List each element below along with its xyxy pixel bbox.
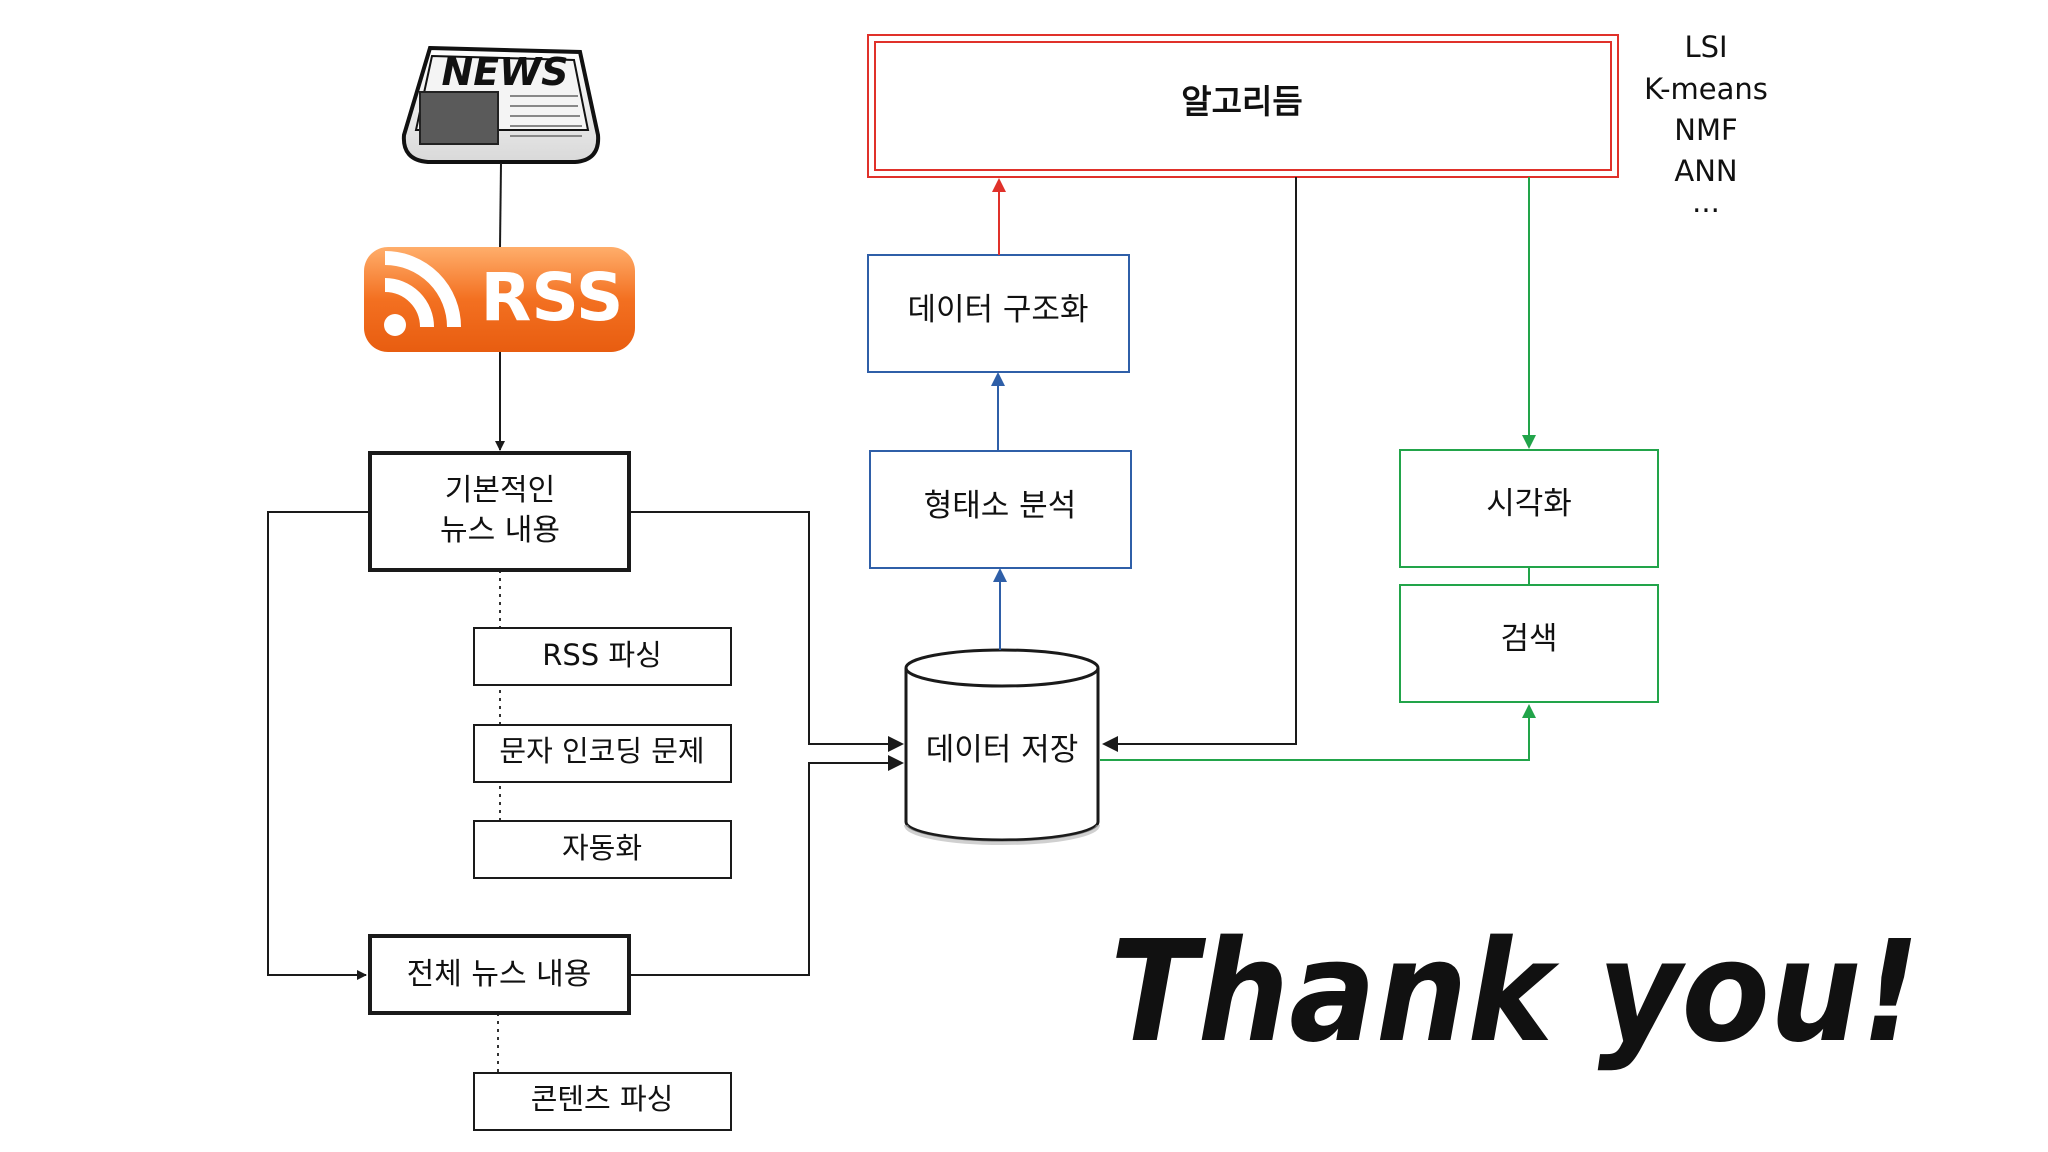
- node-char-encoding: 문자 인코딩 문제: [473, 724, 732, 783]
- node-search: 검색: [1399, 584, 1659, 703]
- arrow-full-to-storage: [629, 755, 904, 976]
- node-morph-analysis: 형태소 분석: [869, 450, 1132, 569]
- node-automation: 자동화: [473, 820, 732, 879]
- node-basic-news-line2: 뉴스 내용: [440, 513, 560, 548]
- node-full-news: 전체 뉴스 내용: [368, 934, 631, 1015]
- node-rss-parsing: RSS 파싱: [473, 627, 732, 686]
- node-visualization-label: 시각화: [1486, 486, 1572, 522]
- arrow-algorithm-to-storage: [1102, 177, 1297, 752]
- node-morph-analysis-label: 형태소 분석: [924, 488, 1076, 524]
- node-data-structuring-label: 데이터 구조화: [908, 292, 1089, 328]
- node-data-storage-label: 데이터 저장: [926, 732, 1078, 768]
- node-full-news-label: 전체 뉴스 내용: [407, 957, 592, 992]
- connector-news-rss: [499, 162, 502, 248]
- node-search-label: 검색: [1500, 621, 1557, 657]
- arrow-storage-to-search: [1100, 704, 1536, 761]
- node-content-parsing: 콘텐츠 파싱: [473, 1072, 732, 1131]
- node-char-encoding-label: 문자 인코딩 문제: [499, 734, 704, 768]
- arrow-basic-to-storage: [629, 511, 904, 752]
- algorithm-list-item: LSI: [1684, 30, 1727, 64]
- node-algorithm: 알고리듬: [867, 34, 1619, 178]
- algorithm-list: LSI K-means NMF ANN ...: [1644, 30, 1768, 219]
- node-basic-news-line1: 기본적인: [445, 473, 555, 508]
- algorithm-list-item: NMF: [1674, 113, 1737, 147]
- rss-icon-label: RSS: [481, 259, 624, 336]
- node-content-parsing-label: 콘텐츠 파싱: [531, 1082, 674, 1116]
- node-rss-parsing-label: RSS 파싱: [542, 638, 662, 672]
- algorithm-list-item: K-means: [1644, 72, 1768, 106]
- node-data-storage: 데이터 저장: [904, 648, 1100, 845]
- arrow-basic-to-full: [267, 511, 370, 980]
- node-visualization: 시각화: [1399, 449, 1659, 568]
- news-icon-label: NEWS: [441, 50, 568, 94]
- closing-text: Thank you!: [1110, 911, 1920, 1074]
- node-data-structuring: 데이터 구조화: [867, 254, 1130, 373]
- algorithm-list-item: ...: [1692, 185, 1720, 219]
- algorithm-list-item: ANN: [1674, 154, 1737, 188]
- node-basic-news: 기본적인 뉴스 내용: [368, 451, 631, 572]
- node-algorithm-label: 알고리듬: [1181, 82, 1302, 121]
- node-automation-label: 자동화: [562, 831, 642, 865]
- newspaper-icon: NEWS: [401, 45, 601, 164]
- rss-feed-icon: RSS: [364, 247, 635, 352]
